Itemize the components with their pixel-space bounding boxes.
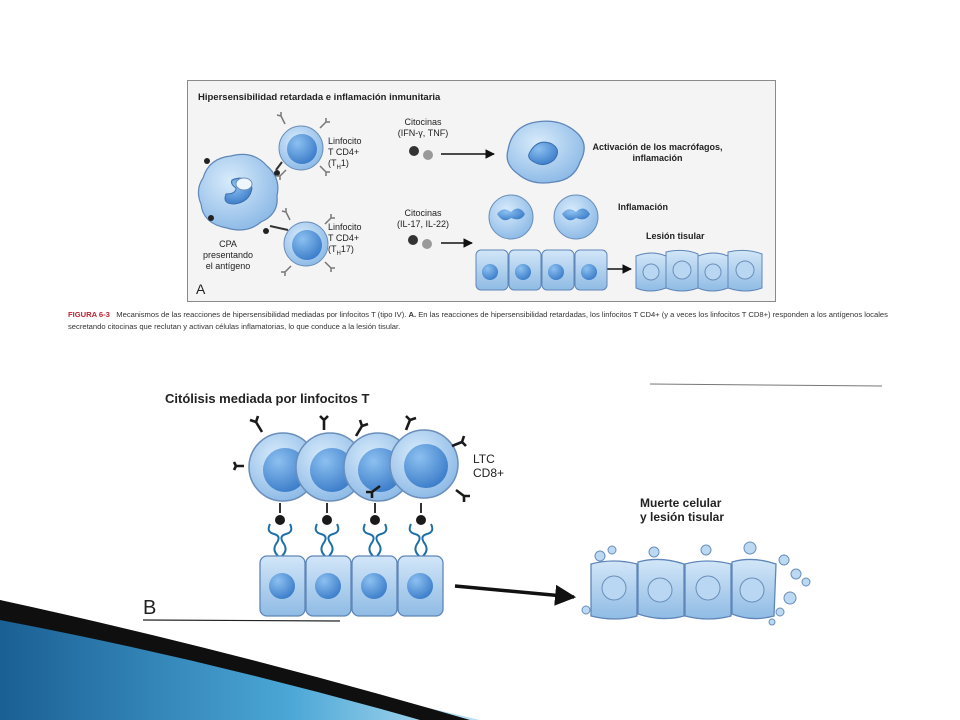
cytokines-top-label: Citocinas (IFN-γ, TNF) (397, 117, 449, 138)
apc-label: CPA presentando el antígeno (202, 239, 254, 271)
slide-swoosh-decoration (0, 600, 480, 720)
figure-number: FIGURA 6-3 (68, 310, 110, 319)
panel-a-letter: A (196, 281, 206, 297)
panel-b-title: Citólisis mediada por linfocitos T (165, 391, 370, 406)
tcr-mhc-connectors (267, 503, 434, 557)
caption-marker: A. (408, 310, 417, 319)
figure-caption: FIGURA 6-3 Mecanismos de las reacciones … (68, 309, 898, 333)
inflammation-label: Inflamación (618, 202, 669, 212)
panel-b-baseline (142, 619, 341, 622)
panel-a-title: Hipersensibilidad retardada e inflamació… (198, 92, 441, 103)
macrophage-activation-label: Activación de los macrófagos, inflamació… (592, 142, 723, 163)
th1-cell (275, 112, 330, 180)
caption-text-1: Mecanismos de las reacciones de hipersen… (116, 310, 407, 319)
healthy-tissue-cells-a (475, 249, 608, 291)
target-cells-b (259, 555, 444, 617)
bottom-cell-label: Linfocito T CD4+ (TH17) (328, 222, 362, 257)
injured-tissue-cells-a (635, 249, 763, 292)
cell-death-label: Muerte celular y lesión tisular (640, 496, 725, 524)
ctl-cd8-label: LTC CD8+ (473, 452, 505, 480)
cytokine-molecules-top (409, 146, 433, 160)
dying-cells-b (581, 541, 811, 626)
panel-b-letter: B (143, 597, 157, 619)
caption-text-2: En las reacciones de hipersensibilidad r… (68, 310, 888, 331)
cytokine-molecules-bottom (408, 235, 432, 249)
activated-macrophage (506, 120, 585, 184)
top-cell-label: Linfocito T CD4+ (TH1) (328, 136, 362, 171)
decor-line (649, 383, 883, 387)
cd8-ctl-cells (232, 415, 470, 502)
th17-cell (269, 208, 335, 276)
tissue-injury-label: Lesión tisular (646, 231, 705, 241)
arrow-to-cell-death (454, 584, 577, 606)
cytokines-bottom-label: Citocinas (IL-17, IL-22) (396, 208, 450, 229)
apc-cell (197, 153, 280, 234)
inflammatory-cells (488, 194, 599, 240)
